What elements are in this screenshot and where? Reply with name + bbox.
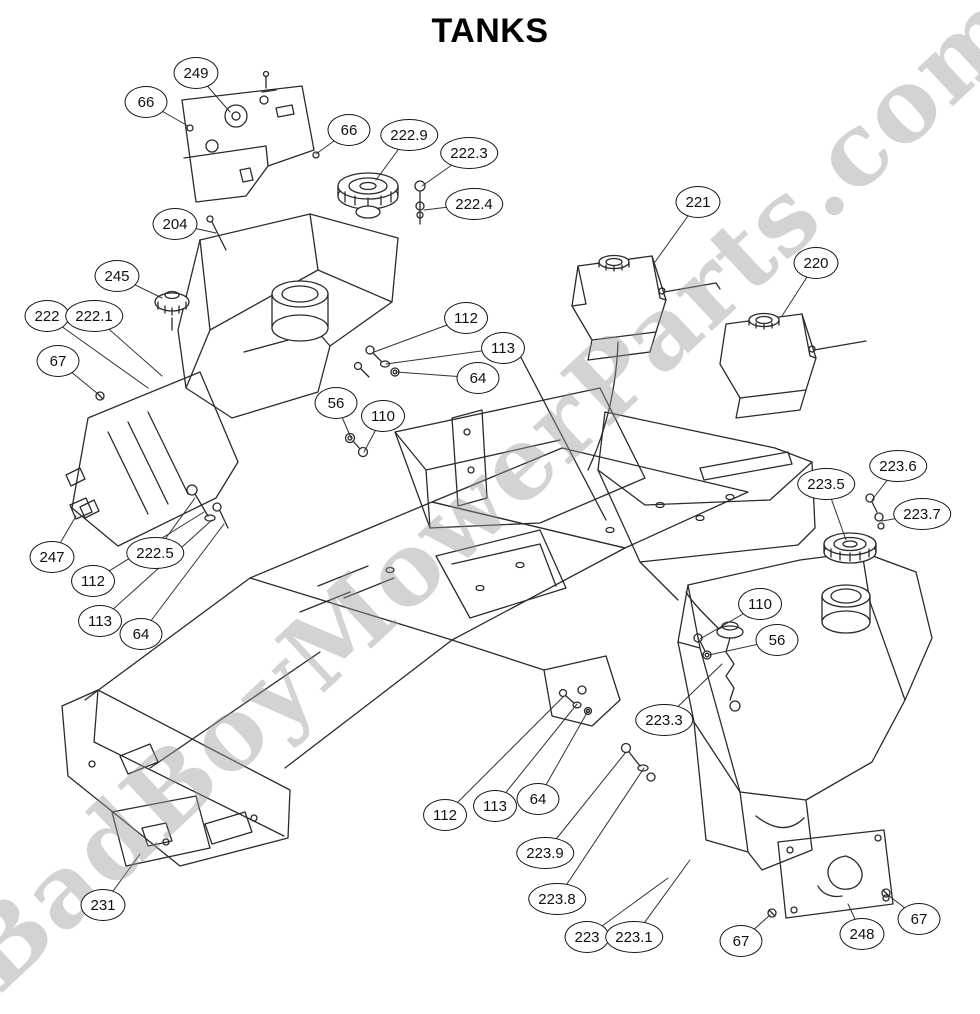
vent-fitting-left bbox=[414, 180, 426, 225]
rear-cover-plate bbox=[767, 829, 894, 919]
left-tank-bracket bbox=[65, 371, 239, 547]
control-panel bbox=[181, 70, 320, 251]
front-bumper bbox=[61, 689, 291, 867]
remote-tank-220 bbox=[719, 312, 867, 419]
main-frame bbox=[84, 347, 816, 769]
right-fuel-tank bbox=[677, 551, 933, 871]
hardware-fasteners bbox=[186, 345, 712, 782]
left-fuel-tank bbox=[177, 213, 399, 419]
fuel-cap-left bbox=[337, 172, 399, 219]
leader-lines bbox=[46, 72, 923, 942]
page-title: TANKS bbox=[431, 12, 549, 50]
fuel-pickup-sender bbox=[685, 591, 744, 712]
remote-tank-221 bbox=[571, 254, 721, 471]
rollover-valve bbox=[154, 290, 190, 331]
exploded-view-drawing bbox=[46, 70, 933, 942]
hitch-plate bbox=[111, 795, 211, 867]
fuel-cap-right bbox=[823, 493, 885, 564]
